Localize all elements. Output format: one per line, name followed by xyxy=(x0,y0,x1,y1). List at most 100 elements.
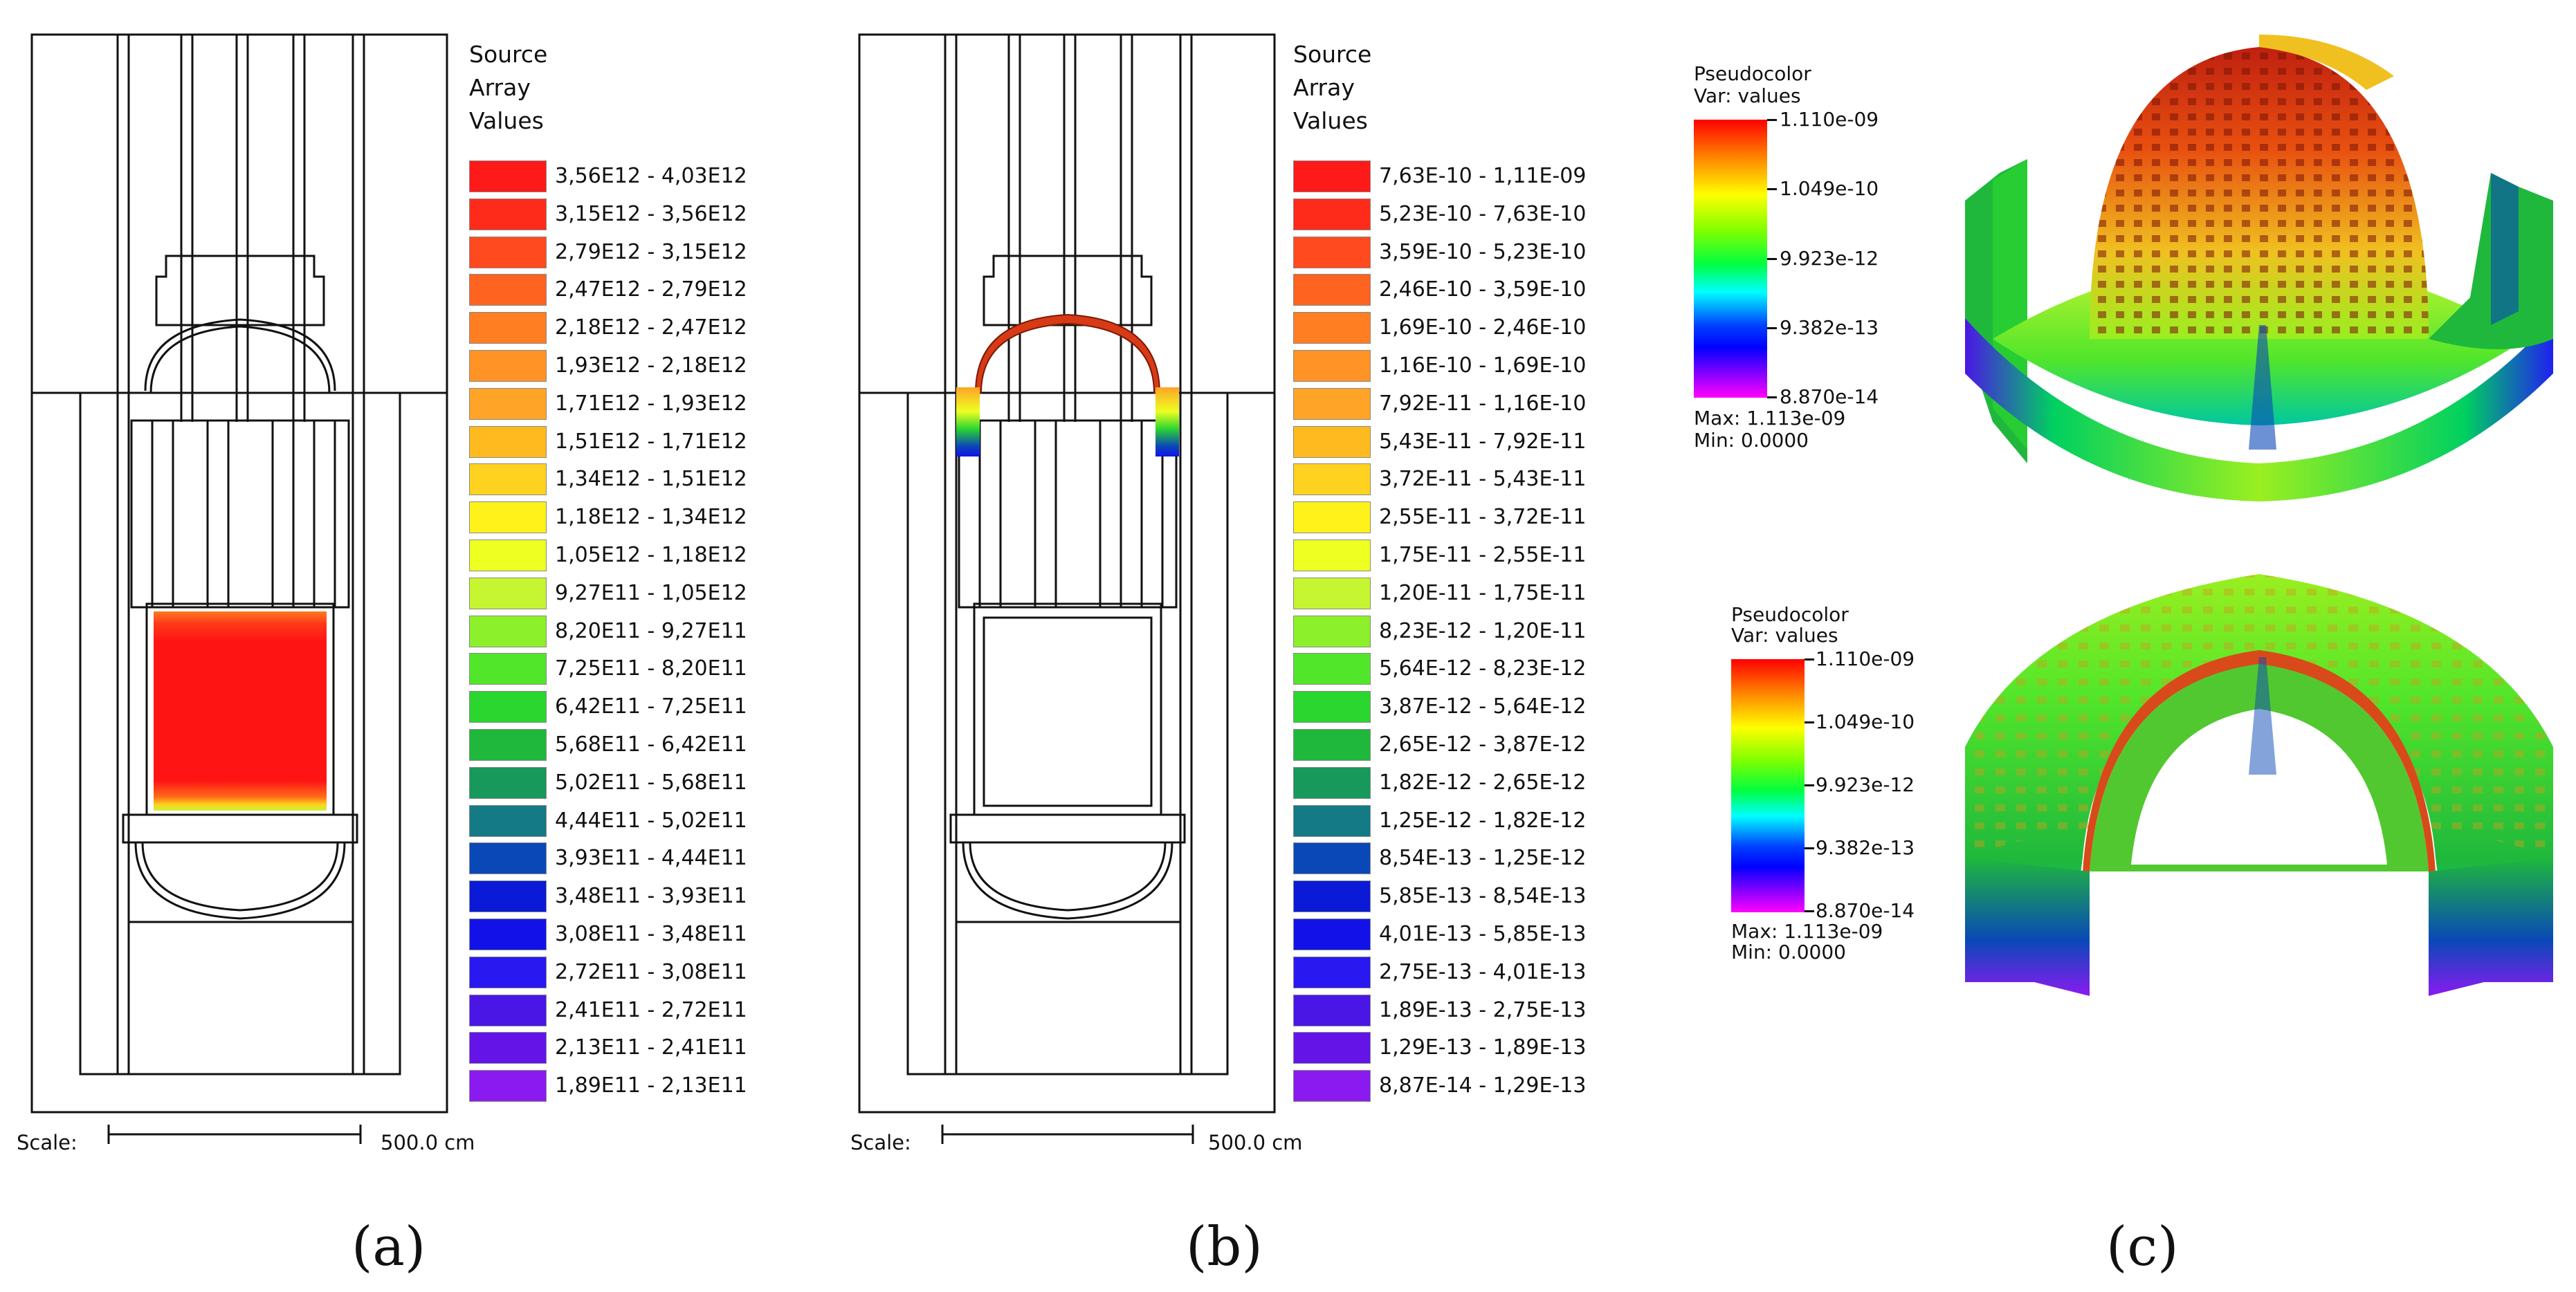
scale-label: Scale: xyxy=(850,1131,911,1154)
lower-head xyxy=(134,842,346,920)
legend-swatch xyxy=(469,919,547,950)
legend-range-label: 1,75E-11 - 2,55E-11 xyxy=(1379,543,1587,567)
legend-range-label: 5,02E11 - 5,68E11 xyxy=(555,770,747,795)
panel-label: (c) xyxy=(2106,1216,2179,1278)
upper-dome xyxy=(144,318,336,391)
legend-range-label: 3,72E-11 - 5,43E-11 xyxy=(1379,467,1587,492)
legend-swatch xyxy=(1293,350,1371,382)
legend-swatch xyxy=(469,994,547,1026)
min-value: Min: 0.0000 xyxy=(1694,429,1809,452)
colorbar-tick: 9.382e-13 xyxy=(1816,836,1915,859)
legend-swatch xyxy=(469,880,547,913)
legend-swatch xyxy=(1293,463,1371,496)
legend-range-label: 4,01E-13 - 5,85E-13 xyxy=(1379,922,1587,946)
legend-range-label: 5,43E-11 - 7,92E-11 xyxy=(1379,429,1587,454)
colorbar-tick: 8.870e-14 xyxy=(1780,385,1879,408)
pseudocolor-var: Var: values xyxy=(1694,84,1801,107)
colorbar xyxy=(1694,120,1767,398)
legend-swatch xyxy=(469,160,547,192)
core-source-region xyxy=(154,611,327,811)
legend-swatch xyxy=(1293,1070,1371,1102)
legend-range-label: 5,64E-12 - 8,23E-12 xyxy=(1379,656,1587,681)
scale-bar xyxy=(107,1125,362,1144)
colorbar-tick: 8.870e-14 xyxy=(1816,899,1915,922)
pseudocolor-title: Pseudocolor xyxy=(1731,603,1849,626)
legend-range-label: 3,56E12 - 4,03E12 xyxy=(555,164,747,188)
legend-swatch xyxy=(469,1070,547,1102)
legend-swatch xyxy=(1293,236,1371,268)
legend-swatch xyxy=(1293,956,1371,988)
colorbar xyxy=(1731,659,1805,912)
legend-range-label: 3,15E12 - 3,56E12 xyxy=(555,201,747,226)
legend-range-label: 2,55E-11 - 3,72E-11 xyxy=(1379,505,1587,530)
legend-range-label: 3,87E-12 - 5,64E-12 xyxy=(1379,694,1587,719)
legend-swatch xyxy=(1293,766,1371,799)
colorbar-tick: 1.049e-10 xyxy=(1780,177,1879,200)
legend-swatch xyxy=(1293,160,1371,192)
max-value: Max: 1.113e-09 xyxy=(1731,920,1883,943)
legend-range-label: 2,65E-12 - 3,87E-12 xyxy=(1379,732,1587,757)
colorbar-tick: 9.382e-13 xyxy=(1780,316,1879,339)
legend-range-label: 1,82E-12 - 2,65E-12 xyxy=(1379,770,1587,795)
legend-swatch xyxy=(1293,387,1371,420)
legend-swatch xyxy=(1293,312,1371,344)
legend-range-label: 1,69E-10 - 2,46E-10 xyxy=(1379,315,1587,340)
vessel-outline xyxy=(79,391,401,1076)
legend-swatch xyxy=(469,691,547,723)
legend-swatch xyxy=(1293,577,1371,609)
legend-range-label: 1,93E12 - 2,18E12 xyxy=(555,353,747,378)
legend-swatch xyxy=(1293,1032,1371,1064)
colorbar-tick: 9.923e-12 xyxy=(1780,247,1879,270)
legend-range-label: 3,93E11 - 4,44E11 xyxy=(555,846,747,871)
scale-bar xyxy=(941,1125,1194,1144)
scale-value: 500.0 cm xyxy=(1208,1131,1303,1154)
legend-range-label: 1,89E11 - 2,13E11 xyxy=(555,1073,747,1098)
legend-range-label: 8,23E-12 - 1,20E-11 xyxy=(1379,618,1587,643)
legend-swatch xyxy=(1293,880,1371,913)
legend-range-label: 1,16E-10 - 1,69E-10 xyxy=(1379,353,1587,378)
legend-swatch xyxy=(469,312,547,344)
legend-range-label: 5,68E11 - 6,42E11 xyxy=(555,732,747,757)
legend-range-label: 1,05E12 - 1,18E12 xyxy=(555,543,747,567)
legend-swatch xyxy=(469,729,547,761)
legend-swatch xyxy=(469,425,547,458)
legend-range-label: 1,51E12 - 1,71E12 xyxy=(555,429,747,454)
legend-swatch xyxy=(469,236,547,268)
legend-range-label: 6,42E11 - 7,25E11 xyxy=(555,694,747,719)
legend-range-label: 2,72E11 - 3,08E11 xyxy=(555,959,747,984)
legend-range-label: 2,41E11 - 2,72E11 xyxy=(555,997,747,1022)
legend-swatch xyxy=(469,198,547,230)
legend-swatch xyxy=(469,804,547,837)
outer-boundary xyxy=(30,33,448,1114)
legend-swatch xyxy=(469,1032,547,1064)
colorbar-tick: 1.110e-09 xyxy=(1780,108,1879,131)
panel-label: (a) xyxy=(351,1216,426,1278)
legend-swatch xyxy=(469,653,547,685)
legend-range-label: 2,46E-10 - 3,59E-10 xyxy=(1379,277,1587,302)
legend-title: Source Array Values xyxy=(1293,41,1372,134)
panel-label: (b) xyxy=(1186,1216,1263,1278)
legend-range-label: 1,89E-13 - 2,75E-13 xyxy=(1379,997,1587,1022)
legend-swatch xyxy=(469,577,547,609)
legend-swatch xyxy=(469,615,547,647)
legend-swatch xyxy=(1293,615,1371,647)
legend-range-label: 1,71E12 - 1,93E12 xyxy=(555,391,747,416)
legend-range-label: 2,79E12 - 3,15E12 xyxy=(555,239,747,264)
legend-swatch xyxy=(469,274,547,306)
legend-swatch xyxy=(469,766,547,799)
legend-range-label: 1,20E-11 - 1,75E-11 xyxy=(1379,580,1587,605)
legend-swatch xyxy=(1293,804,1371,837)
legend-range-label: 7,92E-11 - 1,16E-10 xyxy=(1379,391,1587,416)
legend-swatch xyxy=(469,539,547,571)
legend-swatch xyxy=(1293,919,1371,950)
max-value: Max: 1.113e-09 xyxy=(1694,407,1846,430)
legend-swatch xyxy=(469,956,547,988)
legend-swatch xyxy=(469,842,547,875)
internals-box xyxy=(130,419,350,609)
legend-range-label: 9,27E11 - 1,05E12 xyxy=(555,580,747,605)
dome-arch-render xyxy=(1965,574,2553,996)
legend-swatch xyxy=(1293,729,1371,761)
legend-range-label: 4,44E11 - 5,02E11 xyxy=(555,808,747,833)
legend-swatch xyxy=(469,463,547,496)
